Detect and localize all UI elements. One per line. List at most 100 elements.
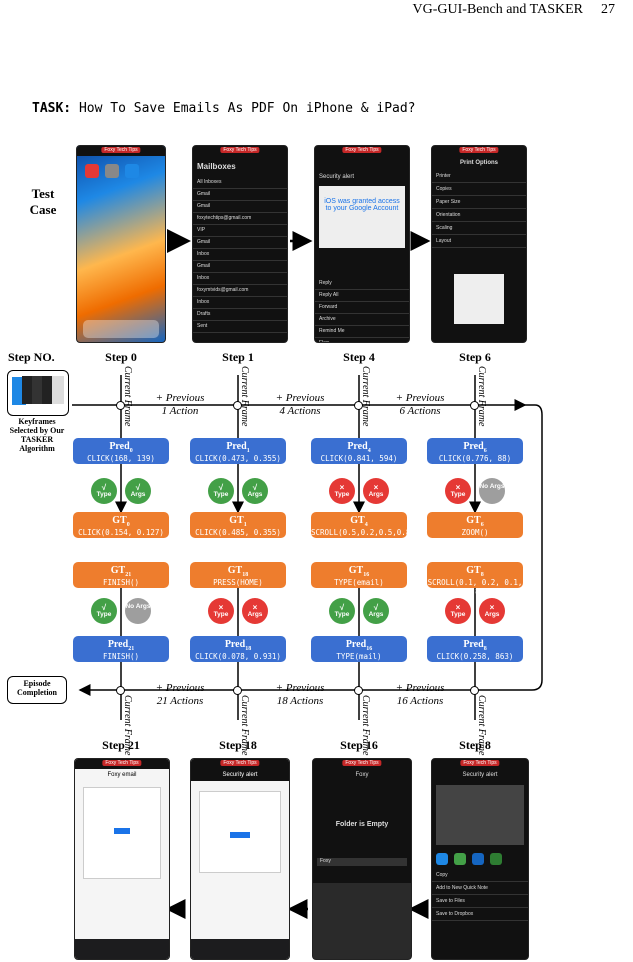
previous-line-2: 6 Actions — [399, 405, 441, 417]
paper-title: VG-GUI-Bench and TASKER — [412, 2, 583, 17]
task-line: TASK: How To Save Emails As PDF On iPhon… — [32, 101, 416, 116]
prediction-card-index: 0 — [129, 448, 133, 454]
args-label: Args — [484, 611, 500, 618]
status-tag: Foxy Tech Tips — [342, 760, 382, 766]
prediction-card-title: Pred8 — [427, 639, 523, 653]
ground-truth-card-title: GT4 — [311, 515, 407, 529]
screen-row: Printer — [432, 170, 526, 183]
print-preview — [454, 274, 504, 324]
screen-row: Reply All — [315, 290, 409, 302]
files-icon — [125, 164, 139, 178]
app-icon — [85, 164, 99, 178]
prediction-card-title: Pred21 — [73, 639, 169, 653]
args-mark: √ — [135, 483, 141, 492]
frame-node — [233, 401, 242, 410]
security-alert-title: Security alert — [191, 769, 289, 781]
screenshot-step-4: Foxy Tech Tips Security alert iOS was gr… — [314, 145, 410, 343]
folder-title: Foxy — [355, 772, 369, 778]
step-no-label: Step NO. — [8, 350, 55, 364]
screen-row: Orientation — [432, 209, 526, 222]
return-timeline — [78, 404, 543, 696]
screen-row: Gmail — [193, 237, 287, 249]
args-check-badge: No Args — [479, 478, 505, 504]
type-mark: √ — [339, 603, 345, 612]
screenshot-step-0: Foxy Tech Tips — [76, 145, 166, 343]
folder-empty-text: Folder is Empty — [335, 821, 389, 828]
screen-row: Scaling — [432, 222, 526, 235]
screen-row: Paper Size — [432, 196, 526, 209]
prediction-card-index: 18 — [245, 646, 252, 652]
current-frame-label: Current Frame — [239, 695, 250, 756]
ground-truth-card-title: GT21 — [73, 565, 169, 579]
ground-truth-card-index: 16 — [363, 572, 370, 578]
type-mark: √ — [101, 603, 107, 612]
args-check-badge: √Args — [242, 478, 268, 504]
prediction-card-title: Pred0 — [73, 441, 169, 455]
step-label: Step 1 — [222, 350, 254, 364]
screen-row: Add to New Quick Note — [432, 882, 528, 895]
prediction-card-title-text: Pred — [345, 639, 367, 650]
frame-node — [470, 686, 479, 695]
keyboard — [313, 883, 411, 959]
prediction-card-title-text: Pred — [463, 441, 484, 452]
prediction-card-action: FINISH() — [102, 651, 140, 661]
prediction-card-action: CLICK(0.078, 0.931) — [195, 651, 281, 661]
screen-row: Gmail — [193, 201, 287, 213]
screenshot-arrows — [165, 229, 431, 919]
screen-row: Flag — [315, 338, 409, 342]
keyframes-label: Keyframes Selected by Our TASKER Algorit… — [9, 417, 65, 453]
prediction-card-title-text: Pred — [347, 441, 368, 452]
ground-truth-card-index: 18 — [242, 572, 249, 578]
episode-completion-box: Episode Completion — [7, 676, 67, 704]
args-mark: √ — [252, 483, 258, 492]
screenshot-step-18: Foxy Tech Tips Security alert — [190, 758, 290, 960]
prediction-card-action: CLICK(168, 139) — [87, 453, 155, 463]
screen-row: Archive — [315, 314, 409, 326]
type-check-badge: ×Type — [445, 598, 471, 624]
ground-truth-card-title: GT8 — [427, 565, 523, 579]
status-tag: Foxy Tech Tips — [220, 147, 260, 153]
status-tag: Foxy Tech Tips — [101, 147, 141, 153]
args-check-badge: √Args — [125, 478, 151, 504]
ground-truth-card-action: SCROLL(0.5,0.2,0.5,0.8) — [311, 527, 415, 537]
args-label: No Args — [479, 483, 505, 490]
args-label: Args — [247, 611, 263, 618]
previous-line-1: + Previous — [395, 392, 445, 404]
screen-row: Layout — [432, 235, 526, 248]
current-frame-label: Current Frame — [360, 366, 371, 427]
type-mark: × — [339, 483, 345, 492]
ground-truth-card-action: CLICK(0.485, 0.355) — [195, 527, 281, 537]
email-subject: Security alert — [319, 174, 355, 180]
previous-line-2: 1 Action — [161, 405, 199, 417]
type-check-badge: ×Type — [208, 598, 234, 624]
prediction-card-title-text: Pred — [463, 639, 484, 650]
args-check-badge: No Args — [125, 598, 151, 624]
type-label: Type — [96, 611, 112, 618]
type-label: Type — [334, 611, 350, 618]
screen-row: Copy — [432, 869, 528, 882]
step-label: Step 18 — [219, 738, 257, 752]
type-mark: × — [218, 603, 224, 612]
previous-line-2: 4 Actions — [279, 405, 321, 417]
prediction-card-action: CLICK(0.776, 88) — [438, 453, 512, 463]
ground-truth-card-action: FINISH() — [102, 577, 140, 587]
ground-truth-card-index: 4 — [364, 522, 368, 528]
type-label: Type — [213, 611, 229, 618]
type-label: Type — [450, 491, 466, 498]
frame-node — [116, 401, 125, 410]
prediction-card-title: Pred6 — [427, 441, 523, 455]
